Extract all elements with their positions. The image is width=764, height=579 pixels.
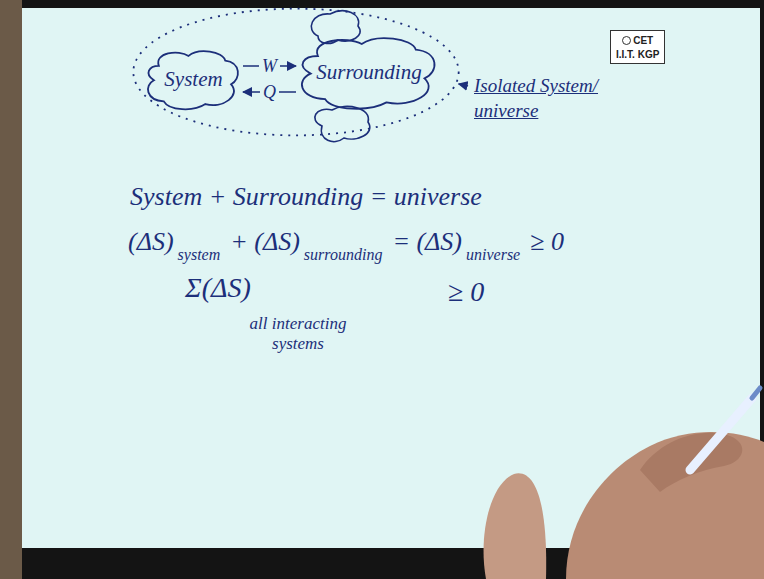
logo-line: I.I.T. KGP [616,47,659,61]
logo-line: CET [616,33,659,47]
boundary-ellipse: Isolated System/ universeSystemSurroundi… [130,6,462,138]
logo-box: CET I.I.T. KGP [610,30,665,64]
finger [484,473,547,579]
board-edge [0,0,22,579]
edge-label: Q [260,82,279,102]
logo-mark [622,36,631,45]
equation-text: (ΔS) [128,227,174,256]
pen [690,398,752,470]
paper-sheet [22,8,760,548]
subscript-text: surrounding [304,246,383,263]
institute-logo-text: CET [633,35,653,46]
leader-arrow [459,84,468,86]
cloud-region: System [144,46,243,112]
boundary-label: Isolated System/ universe [474,74,624,123]
edge-label: W [259,56,280,76]
equation-text: System + Surrounding = universe [130,182,482,212]
cloud-region: Surrounding [296,32,442,112]
callout-text-box: Isolated System/ universe [474,74,624,123]
region-label: System [164,67,222,92]
equation-text: all interacting systems [228,314,368,354]
small-region [311,11,360,44]
equation-text: ≥ 0 [530,227,564,256]
subscript-text: system [178,246,221,263]
subscript-text: universe [466,246,520,263]
hand-back [566,432,764,579]
equation-text: Σ(ΔS) [185,272,251,304]
equation-text: + (ΔS) [230,227,300,256]
equation-text: ≥ 0 [448,276,484,308]
small-region [315,106,370,141]
institute-logo-text: I.I.T. KGP [616,49,659,60]
equation-text: = (ΔS) [392,227,462,256]
equation-row: (ΔS)system + (ΔS)surrounding = (ΔS)univers… [128,222,568,275]
region-label: Surrounding [316,60,421,85]
pen-tip [752,388,760,398]
